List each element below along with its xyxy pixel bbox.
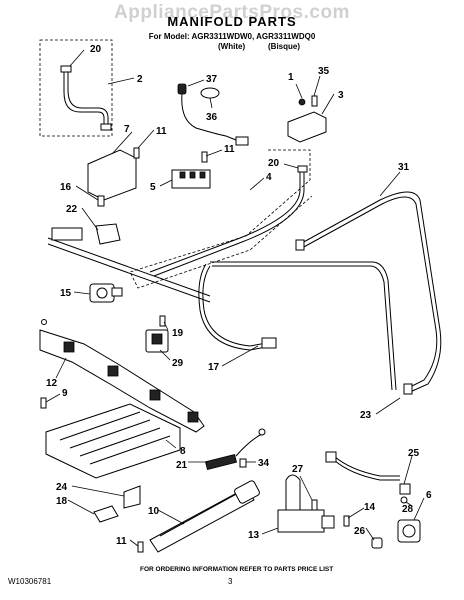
callout-17: 17	[208, 362, 220, 373]
callout-20b: 20	[268, 158, 280, 169]
part-18-clip	[93, 505, 119, 523]
part-2-tube	[60, 65, 112, 131]
part-15-valve	[89, 283, 123, 303]
part-14-screw	[343, 515, 350, 527]
part-5-switch	[171, 151, 211, 189]
part-4-tube	[149, 165, 308, 277]
callout-21: 21	[176, 460, 188, 471]
part-8-shield	[45, 403, 181, 479]
callout-34: 34	[258, 458, 270, 469]
part-28-washer	[400, 496, 408, 504]
variant-white: (White)	[218, 42, 246, 51]
part-24-bracket	[123, 485, 141, 509]
callout-28: 28	[402, 504, 414, 515]
callout-11c: 11	[116, 536, 127, 547]
part-11-screw-b	[201, 151, 208, 163]
callout-22: 22	[66, 204, 78, 215]
part-3-bracket	[287, 95, 327, 143]
part-11-screw-c	[137, 541, 144, 553]
part-1-screw	[298, 98, 306, 106]
part-21-igniter	[204, 428, 266, 470]
part-26-fitting	[371, 537, 383, 549]
part-10-burner-tube	[137, 480, 260, 553]
model-line: For Model: AGR3311WDW0, AGR3311WDQ0	[148, 32, 316, 41]
callout-13: 13	[248, 530, 260, 541]
callout-20a: 20	[90, 44, 102, 55]
part-27-screw	[311, 499, 318, 511]
part-6-regulator	[397, 483, 421, 543]
part-16-screw	[97, 195, 105, 207]
callout-26: 26	[354, 526, 366, 537]
part-35-screw	[311, 95, 318, 107]
callout-37: 37	[206, 74, 218, 85]
callout-19: 19	[172, 328, 184, 339]
callout-6: 6	[426, 490, 432, 501]
callout-9: 9	[62, 388, 68, 399]
callout-11b: 11	[224, 144, 235, 155]
callout-24: 24	[56, 482, 68, 493]
callout-25: 25	[408, 448, 420, 459]
callout-23: 23	[360, 410, 372, 421]
callout-31: 31	[398, 162, 410, 173]
part-25-bracket	[399, 483, 411, 495]
manifold-clamp	[51, 227, 83, 241]
watermark: AppliancePartsPros.com	[114, 2, 350, 23]
callout-12: 12	[46, 378, 58, 389]
part-36-nut	[200, 87, 220, 99]
document-code: W10306781	[8, 577, 52, 586]
part-13-valve	[277, 474, 350, 533]
callout-8: 8	[180, 446, 186, 457]
part-23-tube	[210, 261, 400, 481]
part-34-screw	[239, 458, 247, 468]
callout-27: 27	[292, 464, 304, 475]
part-20-fitting	[60, 65, 72, 73]
page-number: 3	[228, 577, 233, 586]
dashed-group-box-left	[39, 39, 113, 137]
variant-bisque: (Bisque)	[268, 42, 300, 51]
callout-11a: 11	[156, 126, 167, 137]
callout-2: 2	[137, 74, 143, 85]
part-22-valve	[95, 223, 121, 245]
callout-36: 36	[206, 112, 218, 123]
part-7-plate	[87, 147, 140, 201]
part-19-screw	[159, 315, 166, 327]
callout-15: 15	[60, 288, 72, 299]
manifold-pipe	[47, 195, 211, 303]
callout-16: 16	[60, 182, 72, 193]
callouts: 2 20 37 36 1 35 3 7 11 11 5 4 20 31 16 2…	[46, 44, 432, 547]
callout-7: 7	[124, 124, 130, 135]
part-9-screw	[40, 397, 47, 409]
dashed-group-box-right	[129, 149, 313, 289]
part-20-fitting-b	[297, 165, 308, 173]
callout-4: 4	[266, 172, 272, 183]
part-12-burner	[39, 319, 205, 433]
ordering-note: FOR ORDERING INFORMATION REFER TO PARTS …	[140, 566, 334, 573]
callout-3: 3	[338, 90, 344, 101]
callout-10: 10	[148, 506, 160, 517]
page-title: MANIFOLD PARTS	[167, 14, 297, 29]
part-29-switch	[145, 315, 169, 353]
callout-18: 18	[56, 496, 68, 507]
callout-1: 1	[288, 72, 294, 83]
part-17-tube	[198, 263, 277, 351]
callout-29: 29	[172, 358, 184, 369]
leader-lines	[45, 49, 425, 547]
callout-35: 35	[318, 66, 330, 77]
callout-14: 14	[364, 502, 376, 513]
part-31-tube	[295, 191, 442, 395]
part-11-screw	[133, 147, 140, 159]
callout-5: 5	[150, 182, 156, 193]
